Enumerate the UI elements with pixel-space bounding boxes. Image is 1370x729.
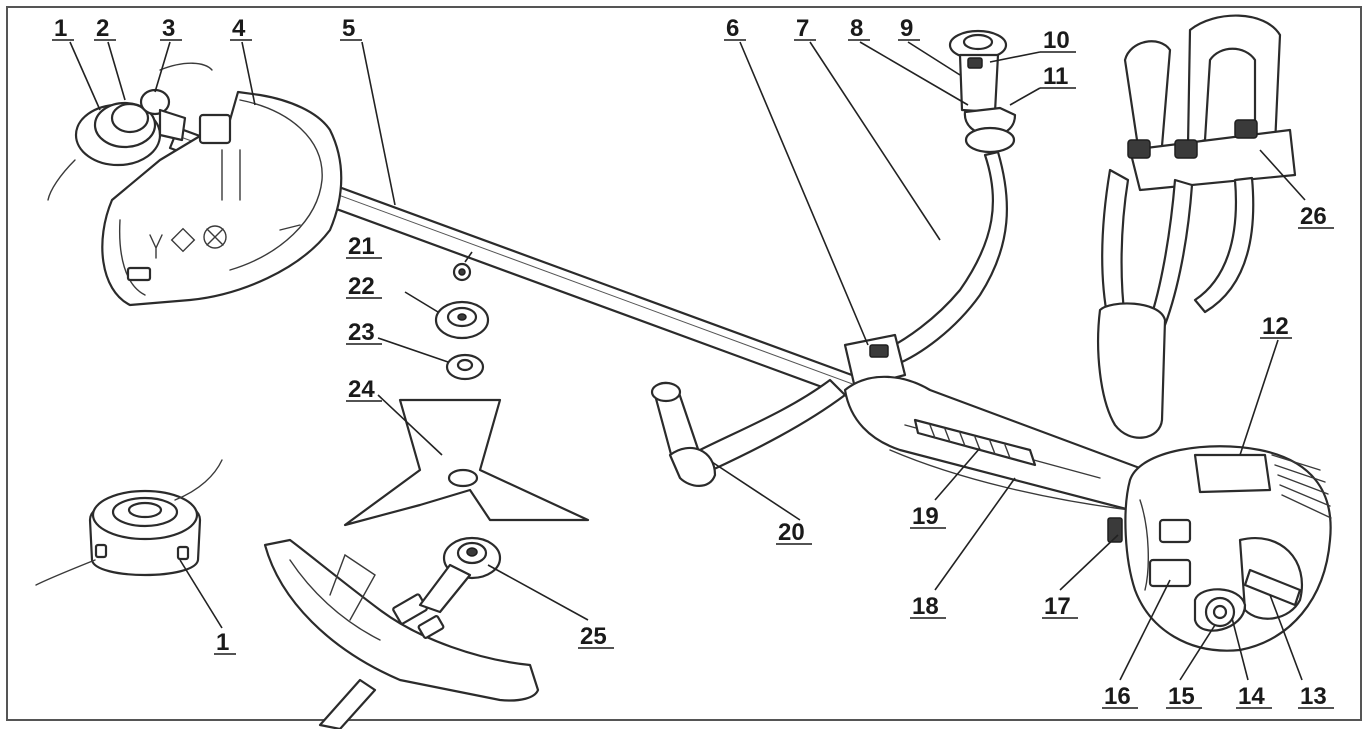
cooling-fins bbox=[1271, 454, 1332, 519]
svg-text:1: 1 bbox=[216, 629, 229, 656]
callout-1-gear-head: 1 bbox=[52, 15, 74, 42]
callout-1-trimmer-head: 1 bbox=[214, 629, 236, 656]
gearbox bbox=[418, 536, 502, 614]
lower-guard bbox=[263, 538, 540, 729]
svg-text:5: 5 bbox=[342, 15, 355, 42]
trimmer-head bbox=[35, 459, 223, 586]
cutting-guard bbox=[101, 90, 343, 307]
handle-clamp bbox=[843, 333, 907, 390]
svg-text:1: 1 bbox=[54, 15, 67, 42]
handle-grip-assembly bbox=[948, 29, 1017, 154]
svg-text:20: 20 bbox=[778, 519, 805, 546]
callout-23: 23 bbox=[346, 319, 382, 346]
svg-text:24: 24 bbox=[348, 376, 375, 403]
callout-22: 22 bbox=[346, 273, 382, 300]
blade-washer bbox=[445, 353, 485, 381]
svg-text:2: 2 bbox=[96, 15, 109, 42]
svg-text:14: 14 bbox=[1238, 683, 1265, 710]
svg-text:13: 13 bbox=[1300, 683, 1327, 710]
svg-text:15: 15 bbox=[1168, 683, 1195, 710]
callout-9: 9 bbox=[898, 15, 920, 42]
main-housing bbox=[843, 375, 1147, 512]
callout-14: 14 bbox=[1236, 683, 1272, 710]
callout-2: 2 bbox=[94, 15, 116, 42]
callout-4: 4 bbox=[230, 15, 252, 42]
svg-text:19: 19 bbox=[912, 503, 939, 530]
callout-24: 24 bbox=[346, 376, 382, 403]
callout-15: 15 bbox=[1166, 683, 1202, 710]
callout-3: 3 bbox=[160, 15, 182, 42]
callout-leaders bbox=[69, 41, 1306, 681]
callout-7: 7 bbox=[794, 15, 816, 42]
engine-unit bbox=[1107, 445, 1332, 652]
callout-19: 19 bbox=[910, 503, 946, 530]
svg-text:11: 11 bbox=[1043, 63, 1068, 90]
svg-text:3: 3 bbox=[162, 15, 175, 42]
callout-21: 21 bbox=[346, 233, 382, 260]
svg-text:17: 17 bbox=[1044, 593, 1071, 620]
throttle-trigger-ribs bbox=[929, 424, 1011, 459]
svg-text:16: 16 bbox=[1104, 683, 1131, 710]
svg-text:8: 8 bbox=[850, 15, 863, 42]
svg-text:23: 23 bbox=[348, 319, 375, 346]
callout-labels: 1 2 3 4 5 6 7 8 bbox=[52, 15, 1334, 710]
three-tooth-blade bbox=[343, 398, 590, 527]
callout-8: 8 bbox=[848, 15, 870, 42]
svg-text:6: 6 bbox=[726, 15, 739, 42]
svg-text:12: 12 bbox=[1262, 313, 1289, 340]
svg-text:22: 22 bbox=[348, 273, 375, 300]
svg-text:4: 4 bbox=[232, 15, 246, 42]
svg-text:26: 26 bbox=[1300, 203, 1327, 230]
blade-nut bbox=[452, 262, 472, 282]
svg-text:21: 21 bbox=[348, 233, 375, 260]
svg-text:9: 9 bbox=[900, 15, 913, 42]
svg-text:7: 7 bbox=[796, 15, 809, 42]
callout-10: 10 bbox=[1040, 27, 1076, 54]
callout-13: 13 bbox=[1298, 683, 1334, 710]
svg-text:10: 10 bbox=[1043, 27, 1070, 54]
callout-5: 5 bbox=[340, 15, 362, 42]
callout-11: 11 bbox=[1040, 63, 1076, 90]
callout-6: 6 bbox=[724, 15, 746, 42]
callout-18: 18 bbox=[910, 593, 946, 620]
callout-25: 25 bbox=[578, 623, 614, 650]
blade-cover-cup bbox=[434, 300, 490, 340]
handle-bar bbox=[650, 378, 847, 487]
callout-16: 16 bbox=[1102, 683, 1138, 710]
svg-text:18: 18 bbox=[912, 593, 939, 620]
shoulder-harness bbox=[1097, 14, 1297, 439]
callout-17: 17 bbox=[1042, 593, 1078, 620]
callout-26: 26 bbox=[1298, 203, 1334, 230]
callout-12: 12 bbox=[1260, 313, 1292, 340]
svg-text:25: 25 bbox=[580, 623, 607, 650]
callout-20: 20 bbox=[776, 519, 812, 546]
